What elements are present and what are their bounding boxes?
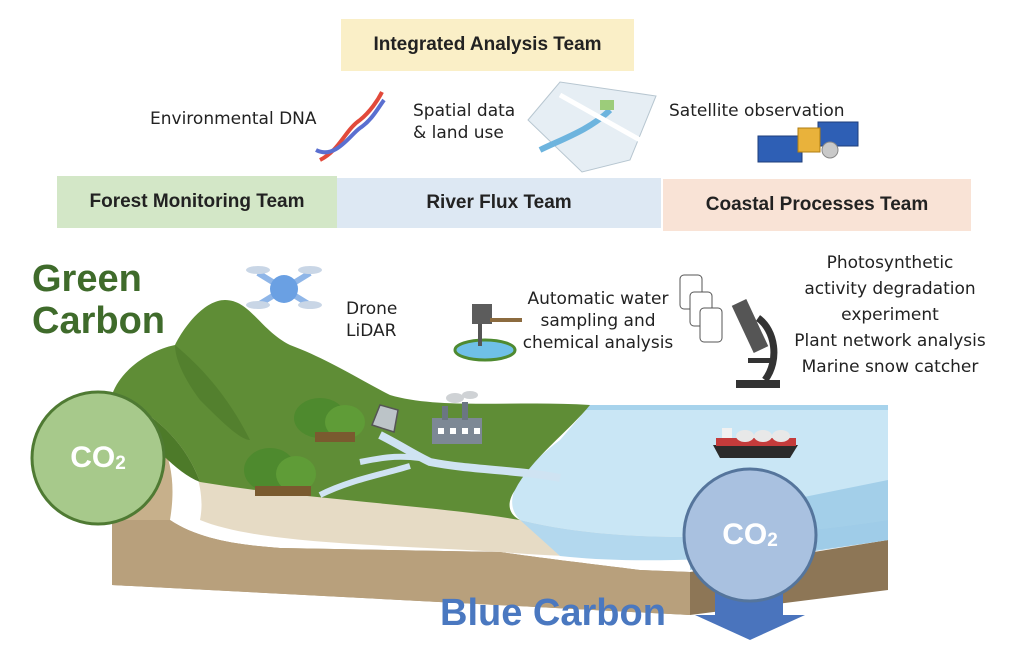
co2-main: CO xyxy=(70,441,116,474)
bottles-icon xyxy=(679,274,723,343)
ship-icon xyxy=(713,428,798,458)
water-sampler-icon xyxy=(453,304,522,362)
satellite-observation-label: Satellite observation xyxy=(669,101,845,121)
river-flux-team-label: River Flux Team xyxy=(337,178,661,228)
integrated-analysis-team-label: Integrated Analysis Team xyxy=(341,19,634,71)
dna-icon xyxy=(315,91,386,162)
water-line-1: Automatic water xyxy=(527,289,669,309)
drone-lidar-label: Drone LiDAR xyxy=(346,298,397,342)
green-carbon-line-1: Green xyxy=(32,258,142,300)
coastal-line-3: experiment xyxy=(841,305,939,325)
drone-line: Drone xyxy=(346,299,398,319)
tree-icon xyxy=(294,398,365,442)
coastal-line-5: Marine snow catcher xyxy=(801,357,979,377)
co2-sub: 2 xyxy=(115,453,126,474)
spatial-data-label: Spatial data & land use xyxy=(413,100,515,144)
coastal-processes-team-label: Coastal Processes Team xyxy=(663,179,971,231)
bucket-icon xyxy=(371,404,399,433)
factory-icon xyxy=(432,391,482,444)
drone-icon xyxy=(246,266,322,309)
water-line-2: sampling and xyxy=(540,311,656,331)
environmental-dna-label: Environmental DNA xyxy=(150,109,317,129)
co2-green-circle xyxy=(30,390,166,526)
coastal-line-4: Plant network analysis xyxy=(794,331,986,351)
green-carbon-line-2: Carbon xyxy=(32,300,165,342)
coastal-line-2: activity degradation xyxy=(804,279,976,299)
coastal-line-1: Photosynthetic xyxy=(826,253,954,273)
tree-icon xyxy=(244,448,316,496)
satellite-icon xyxy=(757,121,859,163)
green-carbon-title: Green Carbon xyxy=(32,258,165,342)
map-icon xyxy=(527,81,657,173)
co2-main: CO xyxy=(722,518,768,551)
water-sampling-label: Automatic water sampling and chemical an… xyxy=(518,288,678,354)
co2-sub: 2 xyxy=(767,530,778,551)
blue-carbon-title: Blue Carbon xyxy=(440,592,666,634)
water-line-3: chemical analysis xyxy=(522,333,674,353)
microscope-icon xyxy=(731,299,780,388)
forest-monitoring-team-label: Forest Monitoring Team xyxy=(57,176,337,228)
co2-blue-circle xyxy=(682,467,818,603)
spatial-data-line-1: Spatial data xyxy=(413,101,516,121)
coastal-methods-label: Photosynthetic activity degradation expe… xyxy=(790,250,990,380)
lidar-line: LiDAR xyxy=(346,321,397,341)
spatial-data-line-2: & land use xyxy=(413,123,504,143)
